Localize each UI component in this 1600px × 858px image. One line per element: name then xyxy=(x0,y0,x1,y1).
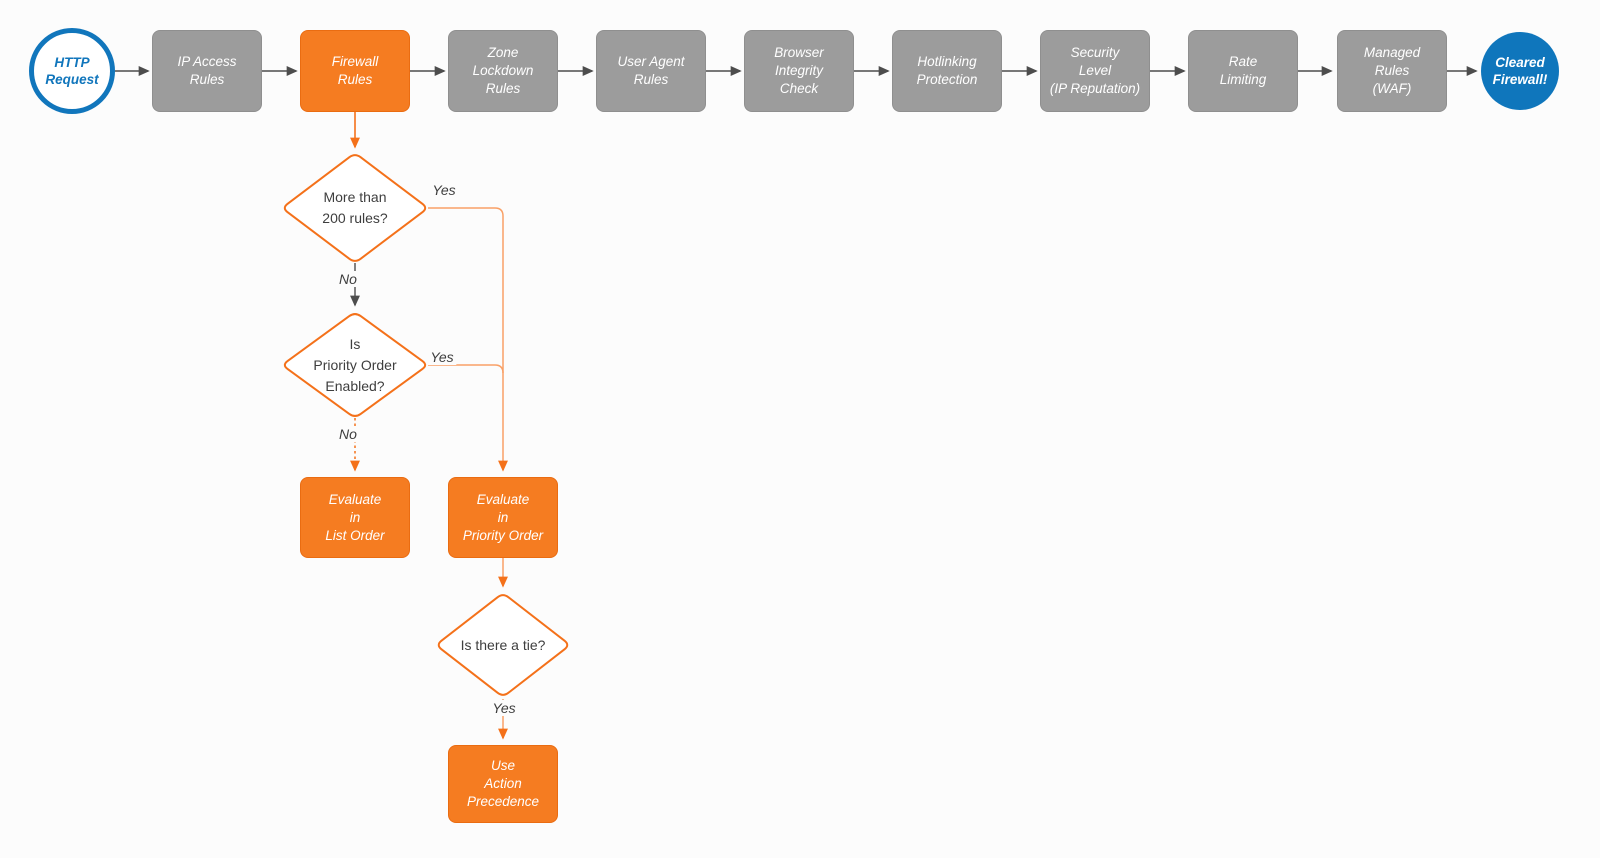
stage-label: Security Level (IP Reputation) xyxy=(1049,45,1141,96)
stage-label: Rate Limiting xyxy=(1219,54,1267,87)
decision-priority-enabled-shape xyxy=(283,313,427,417)
stage-hotlinking-protection: Hotlinking Protection xyxy=(892,30,1002,112)
stage-user-agent-rules: User Agent Rules xyxy=(596,30,706,112)
connector-more-rules-yes-to-priority-order xyxy=(428,207,508,472)
decision-priority-enabled-label: Is Priority Order Enabled? xyxy=(313,335,397,394)
edge-label-priority-yes: Yes xyxy=(427,349,457,365)
edge-label-tie-yes: Yes xyxy=(489,700,519,716)
end-node-cleared-firewall: Cleared Firewall! xyxy=(1481,32,1559,110)
start-node-label: HTTP Request xyxy=(45,55,99,87)
stage-label: Firewall Rules xyxy=(331,54,379,87)
stage-zone-lockdown-rules: Zone Lockdown Rules xyxy=(448,30,558,112)
stage-security-level: Security Level (IP Reputation) xyxy=(1040,30,1150,112)
stage-label: IP Access Rules xyxy=(177,54,237,87)
start-node-http-request: HTTP Request xyxy=(29,28,115,114)
edge-label-more-rules-yes: Yes xyxy=(429,182,459,198)
decision-more-rules-label: More than 200 rules? xyxy=(322,189,388,226)
action-label: Use Action Precedence xyxy=(466,758,540,809)
stage-label: Managed Rules (WAF) xyxy=(1363,45,1421,96)
stage-rate-limiting: Rate Limiting xyxy=(1188,30,1298,112)
edge-label-more-rules-no: No xyxy=(336,271,360,287)
action-evaluate-list-order: Evaluate in List Order xyxy=(300,477,410,558)
stage-firewall-rules: Firewall Rules xyxy=(300,30,410,112)
action-use-action-precedence: Use Action Precedence xyxy=(448,745,558,823)
action-evaluate-priority-order: Evaluate in Priority Order xyxy=(448,477,558,558)
decision-tie-shape xyxy=(437,594,569,696)
stage-label: Zone Lockdown Rules xyxy=(472,45,534,96)
stage-label: User Agent Rules xyxy=(617,54,685,87)
stage-managed-rules-waf: Managed Rules (WAF) xyxy=(1337,30,1447,112)
stage-label: Hotlinking Protection xyxy=(916,54,978,87)
stage-ip-access-rules: IP Access Rules xyxy=(152,30,262,112)
decision-more-rules-shape xyxy=(283,154,427,262)
stage-label: Browser Integrity Check xyxy=(774,45,824,96)
decision-tie-label: Is there a tie? xyxy=(460,636,546,653)
edge-label-priority-no: No xyxy=(336,426,360,442)
action-label: Evaluate in Priority Order xyxy=(462,491,544,543)
connector-priority-yes-merge xyxy=(428,364,504,374)
action-label: Evaluate in List Order xyxy=(325,491,385,543)
end-node-label: Cleared Firewall! xyxy=(1492,55,1548,87)
stage-browser-integrity-check: Browser Integrity Check xyxy=(744,30,854,112)
